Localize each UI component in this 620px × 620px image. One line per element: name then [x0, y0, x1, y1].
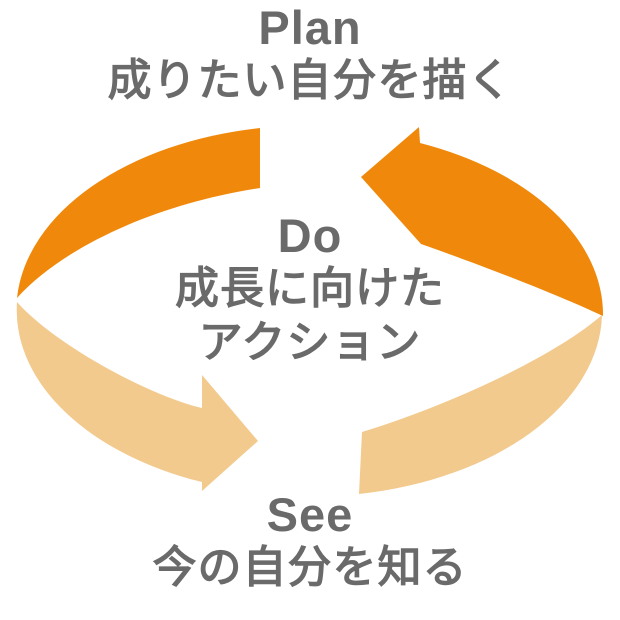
- top-arrow: [361, 127, 604, 316]
- do-step-label: Do 成長に向けた アクション: [0, 210, 620, 370]
- top-arc-segment: [17, 128, 260, 298]
- see-step-label: See 今の自分を知る: [0, 489, 620, 595]
- bottom-arc-segment: [359, 315, 602, 494]
- do-description-line-1: 成長に向けた: [175, 264, 445, 313]
- plan-description: 成りたい自分を描く: [107, 56, 513, 105]
- see-title: See: [266, 488, 354, 541]
- plan-title: Plan: [258, 1, 362, 54]
- do-description-line-2: アクション: [198, 318, 422, 367]
- do-title: Do: [277, 209, 343, 262]
- plan-step-label: Plan 成りたい自分を描く: [0, 2, 620, 108]
- see-description: 今の自分を知る: [152, 543, 468, 592]
- bottom-arrow: [16, 302, 259, 491]
